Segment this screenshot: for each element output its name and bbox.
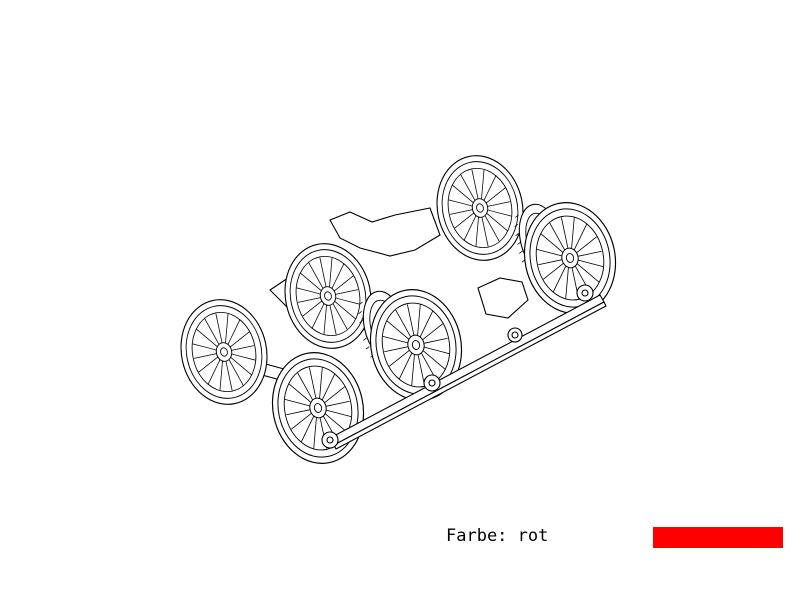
color-label: Farbe: rot bbox=[446, 526, 549, 546]
wheel-middle-left bbox=[274, 235, 382, 357]
color-swatch bbox=[653, 527, 783, 548]
wheel-front-left bbox=[170, 291, 278, 413]
wheel-rear-right bbox=[426, 147, 534, 269]
wheel-front-front bbox=[261, 343, 375, 473]
connecting-rod bbox=[321, 284, 607, 450]
